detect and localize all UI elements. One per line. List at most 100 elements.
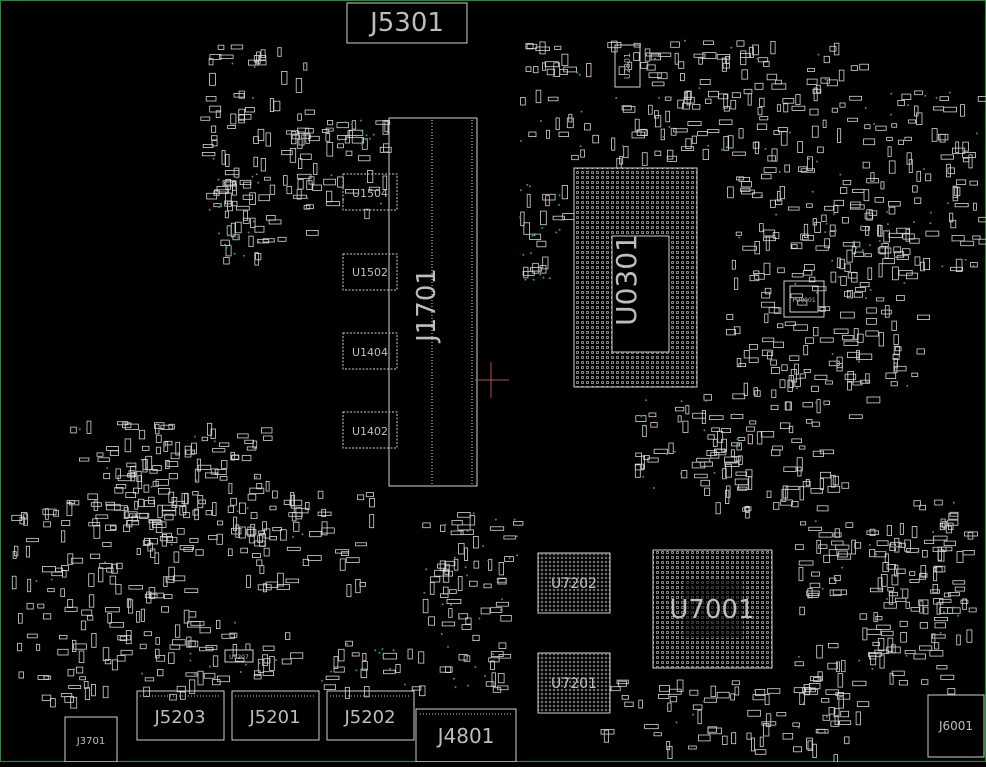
smd-component: [692, 104, 701, 110]
chip-u5207[interactable]: U5207: [224, 649, 254, 663]
via: [214, 675, 217, 678]
smd-component: [956, 634, 961, 646]
via: [837, 275, 840, 278]
smd-component: [323, 684, 337, 690]
smd-component: [770, 359, 777, 366]
smd-component: [290, 491, 295, 506]
smd-component: [873, 612, 878, 623]
smd-component: [874, 649, 889, 655]
smd-component: [473, 560, 480, 569]
smd-component: [886, 136, 893, 142]
chip-u7001[interactable]: U7001: [652, 549, 773, 669]
smd-component: [500, 615, 512, 622]
via: [215, 654, 217, 657]
chip-u0301[interactable]: U0301: [573, 167, 698, 388]
via: [653, 487, 655, 489]
via: [725, 146, 728, 149]
smd-component: [940, 154, 954, 160]
smd-component: [726, 485, 731, 498]
connector-j5203[interactable]: J5203: [136, 690, 225, 741]
smd-component: [730, 413, 744, 419]
smd-component: [552, 215, 565, 221]
smd-component: [968, 607, 977, 613]
smd-component: [91, 684, 96, 697]
connector-j4801[interactable]: J4801: [415, 708, 517, 763]
smd-component: [138, 429, 146, 440]
connector-j5202[interactable]: J5202: [326, 690, 415, 741]
smd-component: [865, 226, 870, 236]
smd-component: [241, 455, 252, 462]
smd-component: [644, 724, 659, 730]
smd-component: [888, 206, 896, 215]
label-j5201: J5201: [248, 707, 300, 728]
via: [885, 230, 888, 233]
smd-component: [877, 224, 882, 237]
label-j5203: J5203: [153, 707, 205, 728]
chip-u7201[interactable]: U7201: [537, 652, 611, 714]
via: [669, 149, 672, 152]
smd-component: [383, 669, 396, 675]
connector-j1701[interactable]: J1701: [388, 117, 478, 487]
label-u7201: U7201: [551, 676, 597, 692]
chip-pu8001[interactable]: PU8001: [783, 280, 825, 318]
smd-component: [741, 181, 752, 188]
smd-component: [731, 92, 741, 98]
smd-component: [309, 531, 322, 538]
smd-component: [909, 571, 916, 576]
smd-component: [218, 54, 234, 59]
smd-component: [904, 539, 911, 552]
smd-component: [520, 97, 526, 106]
smd-component: [119, 635, 128, 641]
smd-component: [179, 545, 194, 550]
smd-component: [326, 142, 334, 157]
chip-u1404[interactable]: U1404: [342, 332, 398, 370]
chip-u1504[interactable]: U1504: [342, 173, 398, 211]
smd-component: [444, 563, 450, 575]
via: [193, 673, 196, 676]
chip-u1402[interactable]: U1402: [342, 411, 398, 449]
via: [558, 194, 561, 197]
smd-component: [866, 209, 873, 221]
smd-component: [691, 135, 698, 144]
smd-component: [217, 675, 231, 683]
via: [811, 190, 814, 193]
smd-component: [821, 214, 827, 222]
smd-component: [430, 576, 441, 583]
smd-component: [265, 215, 276, 221]
smd-component: [761, 301, 776, 308]
chip-u7202[interactable]: U7202: [537, 552, 611, 614]
via: [104, 561, 106, 564]
chip-u2801[interactable]: U2801: [614, 44, 641, 88]
smd-component: [702, 52, 717, 59]
label-u7202: U7202: [551, 576, 597, 592]
smd-component: [931, 128, 938, 142]
via: [675, 721, 678, 724]
smd-component: [139, 643, 147, 650]
smd-component: [967, 532, 974, 540]
smd-component: [618, 66, 626, 76]
smd-component: [946, 163, 951, 178]
smd-component: [86, 420, 92, 434]
smd-component: [705, 98, 712, 104]
smd-component: [813, 677, 822, 682]
smd-component: [610, 686, 621, 692]
smd-component: [785, 485, 800, 490]
smd-component: [847, 370, 854, 383]
smd-component: [781, 488, 787, 502]
connector-j5201[interactable]: J5201: [231, 690, 320, 741]
smd-component: [364, 208, 370, 220]
smd-component: [277, 572, 284, 587]
chip-u1502[interactable]: U1502: [342, 253, 398, 291]
smd-component: [899, 523, 904, 535]
via: [355, 669, 358, 672]
smd-component: [805, 337, 814, 344]
smd-component: [754, 141, 759, 155]
connector-j5301[interactable]: J5301: [346, 2, 468, 44]
smd-component: [771, 389, 777, 398]
smd-component: [224, 181, 237, 186]
via: [794, 282, 797, 285]
smd-component: [281, 658, 292, 665]
connector-j6001[interactable]: J6001: [927, 694, 985, 758]
smd-component: [783, 103, 789, 113]
